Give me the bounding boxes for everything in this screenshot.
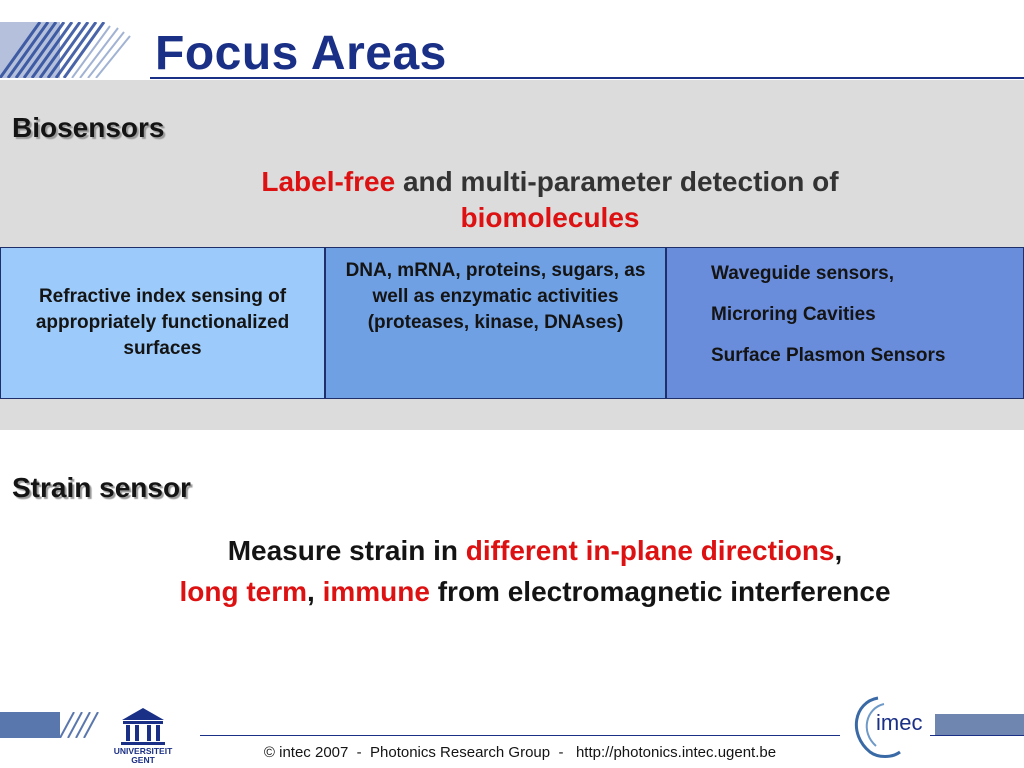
box-biomolecule-targets-text: DNA, mRNA, proteins, sugars, as well as … — [345, 260, 646, 333]
universiteit-gent-logo: UNIVERSITEIT GENT — [114, 708, 173, 765]
title-underline — [150, 77, 1024, 79]
footer-accent-bar — [935, 714, 1024, 736]
strain-text-segment: Measure strain in — [227, 535, 466, 566]
subtitle-text: and multi-parameter detection of — [395, 166, 839, 197]
strain-highlight-immune: immune — [322, 576, 430, 607]
sensor-type-item: Surface Plasmon Sensors — [711, 345, 946, 366]
slide-title: Focus Areas — [155, 27, 447, 80]
biosensors-heading: Biosensors — [12, 112, 165, 143]
logo-text-universiteit: UNIVERSITEIT — [114, 746, 173, 756]
imec-logo-text: imec — [876, 710, 922, 735]
footer-stripes-graphic — [0, 712, 99, 738]
strain-highlight-long-term: long term — [179, 576, 308, 607]
footer-rule — [200, 735, 840, 736]
subtitle-highlight-label-free: Label-free — [261, 166, 396, 197]
logo-text-gent: GENT — [131, 755, 155, 765]
strain-text-segment: from electromagnetic interference — [429, 576, 891, 607]
header-stripes-graphic — [0, 22, 135, 78]
strain-text-segment: , — [834, 535, 843, 566]
sensor-type-item: Microring Cavities — [711, 304, 876, 325]
box-sensor-types: Waveguide sensors, Microring Cavities Su… — [666, 247, 1024, 399]
imec-logo: imec — [854, 696, 922, 758]
box-refractive-index-text: Refractive index sensing of appropriatel… — [35, 286, 290, 359]
sensor-type-item: Waveguide sensors, — [711, 263, 895, 284]
box-refractive-index: Refractive index sensing of appropriatel… — [0, 247, 325, 399]
footer-copyright: © intec 2007 - Photonics Research Group … — [263, 744, 777, 761]
biosensors-subtitle: Label-free and multi-parameter detection… — [170, 164, 930, 236]
box-biomolecule-targets: DNA, mRNA, proteins, sugars, as well as … — [325, 247, 666, 399]
footer-rule-right — [930, 735, 1024, 736]
strain-description: Measure strain in different in-plane dir… — [140, 530, 930, 612]
strain-highlight-directions: different in-plane directions — [465, 535, 835, 566]
strain-text-segment: , — [307, 576, 323, 607]
subtitle-highlight-biomolecules: biomolecules — [460, 202, 640, 233]
strain-sensor-heading: Strain sensor — [12, 472, 191, 503]
